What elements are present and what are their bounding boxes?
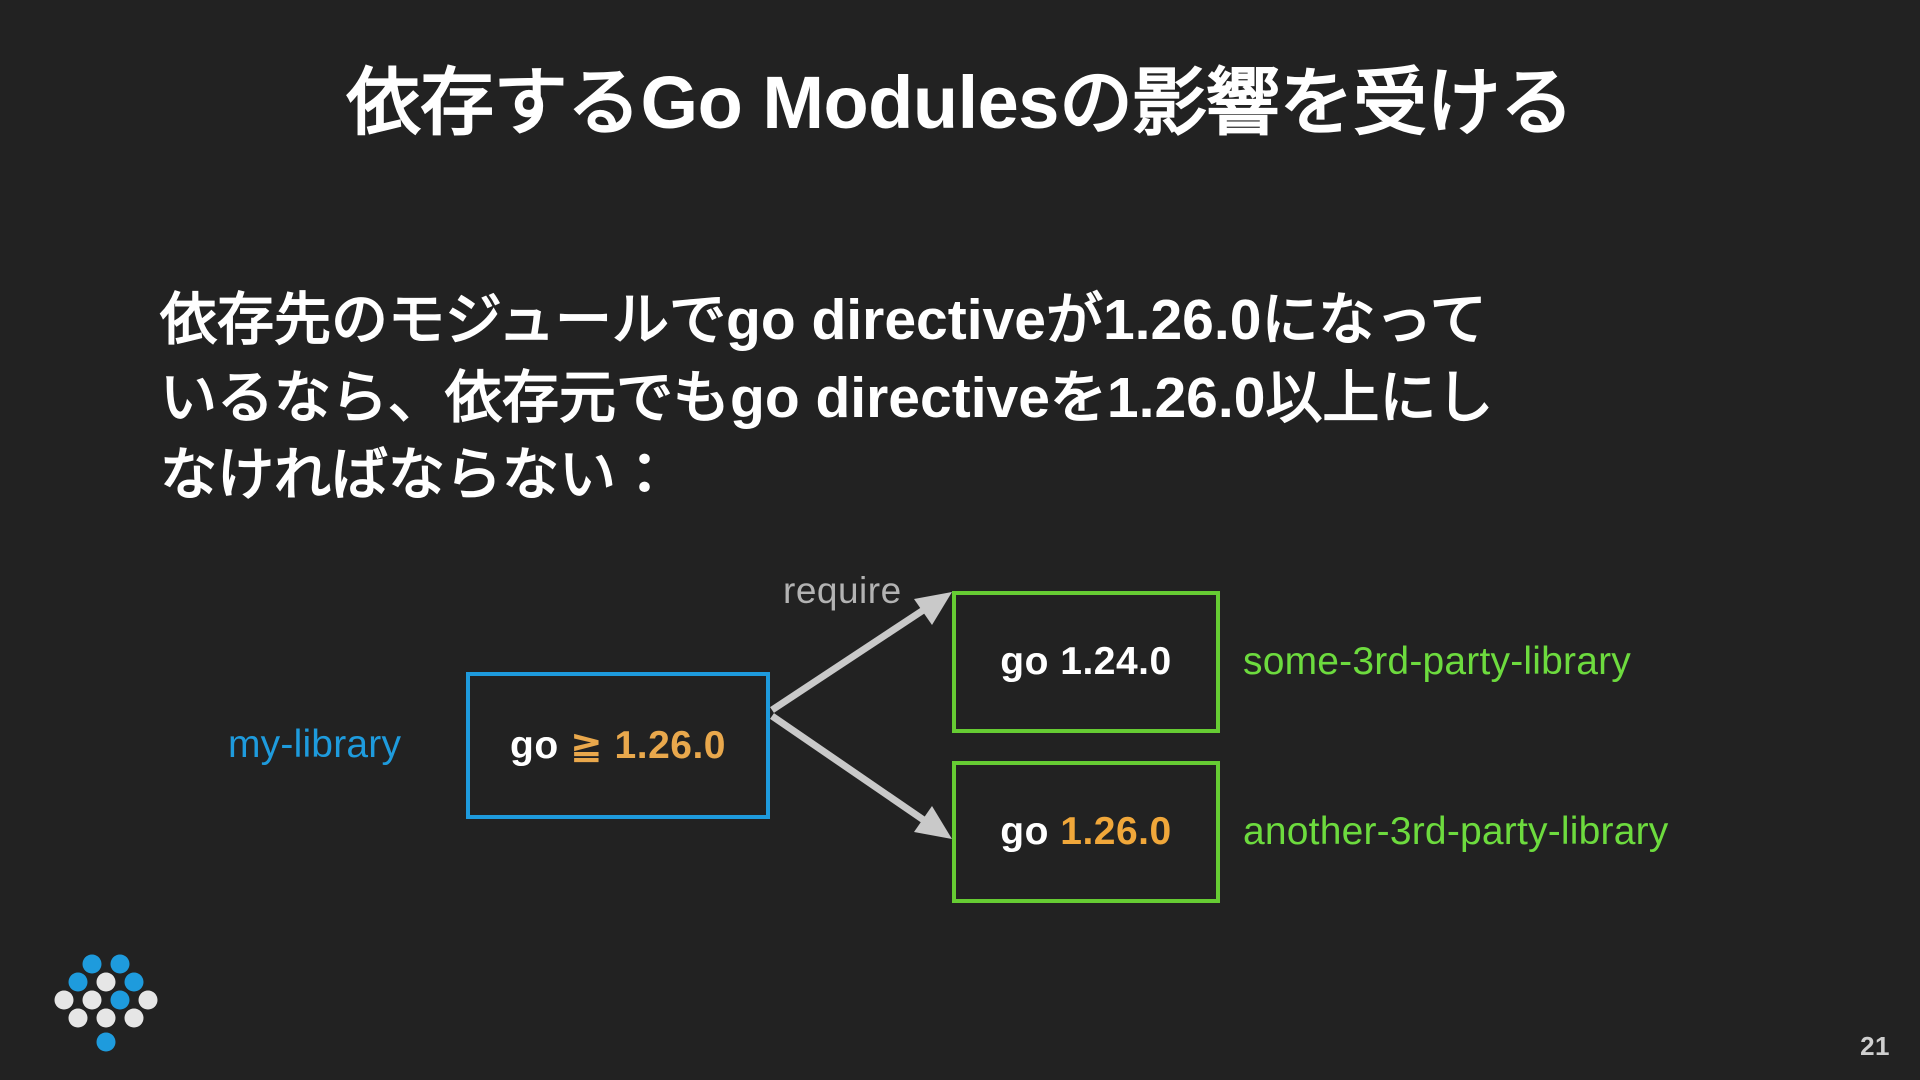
body-paragraph: 依存先のモジュールでgo directiveが1.26.0になって いるなら、依… [160, 282, 1820, 515]
node-label-another-3rd-party-library: another-3rd-party-library [1243, 810, 1669, 853]
edge-label-require: require [783, 570, 902, 611]
go-keyword-dep1: go [1000, 640, 1049, 683]
arrow-to-another-3rd-party [770, 713, 952, 839]
arrow-to-some-3rd-party [770, 592, 952, 713]
go-keyword-dep2: go [1000, 810, 1049, 853]
node-box-another-3rd-party-library[interactable]: go 1.26.0 [952, 761, 1220, 903]
page-number: 21 [1860, 1031, 1890, 1061]
node-box-my-library[interactable]: go ≧ 1.26.0 [466, 672, 770, 819]
page-title: 依存するGo Modulesの影響を受ける [346, 61, 1574, 144]
node-box-some-3rd-party-library[interactable]: go 1.24.0 [952, 591, 1220, 733]
body-line-1: 依存先のモジュールでgo directiveが1.26.0になって [160, 288, 1487, 352]
node-label-my-library: my-library [228, 723, 402, 766]
body-line-3: なければならない： [160, 443, 673, 508]
go-version-root: 1.26.0 [614, 723, 726, 767]
dots-grid-logo [54, 954, 158, 1052]
arrow-group [770, 592, 952, 839]
body-line-2: いるなら、依存元でもgo directiveを1.26.0以上にし [160, 365, 1494, 430]
go-operator-root: ≧ [570, 724, 604, 767]
node-label-some-3rd-party-library: some-3rd-party-library [1243, 640, 1631, 683]
go-version-dep1: 1.24.0 [1060, 640, 1172, 683]
go-version-dep2: 1.26.0 [1060, 810, 1172, 853]
go-keyword-root: go [510, 723, 559, 767]
